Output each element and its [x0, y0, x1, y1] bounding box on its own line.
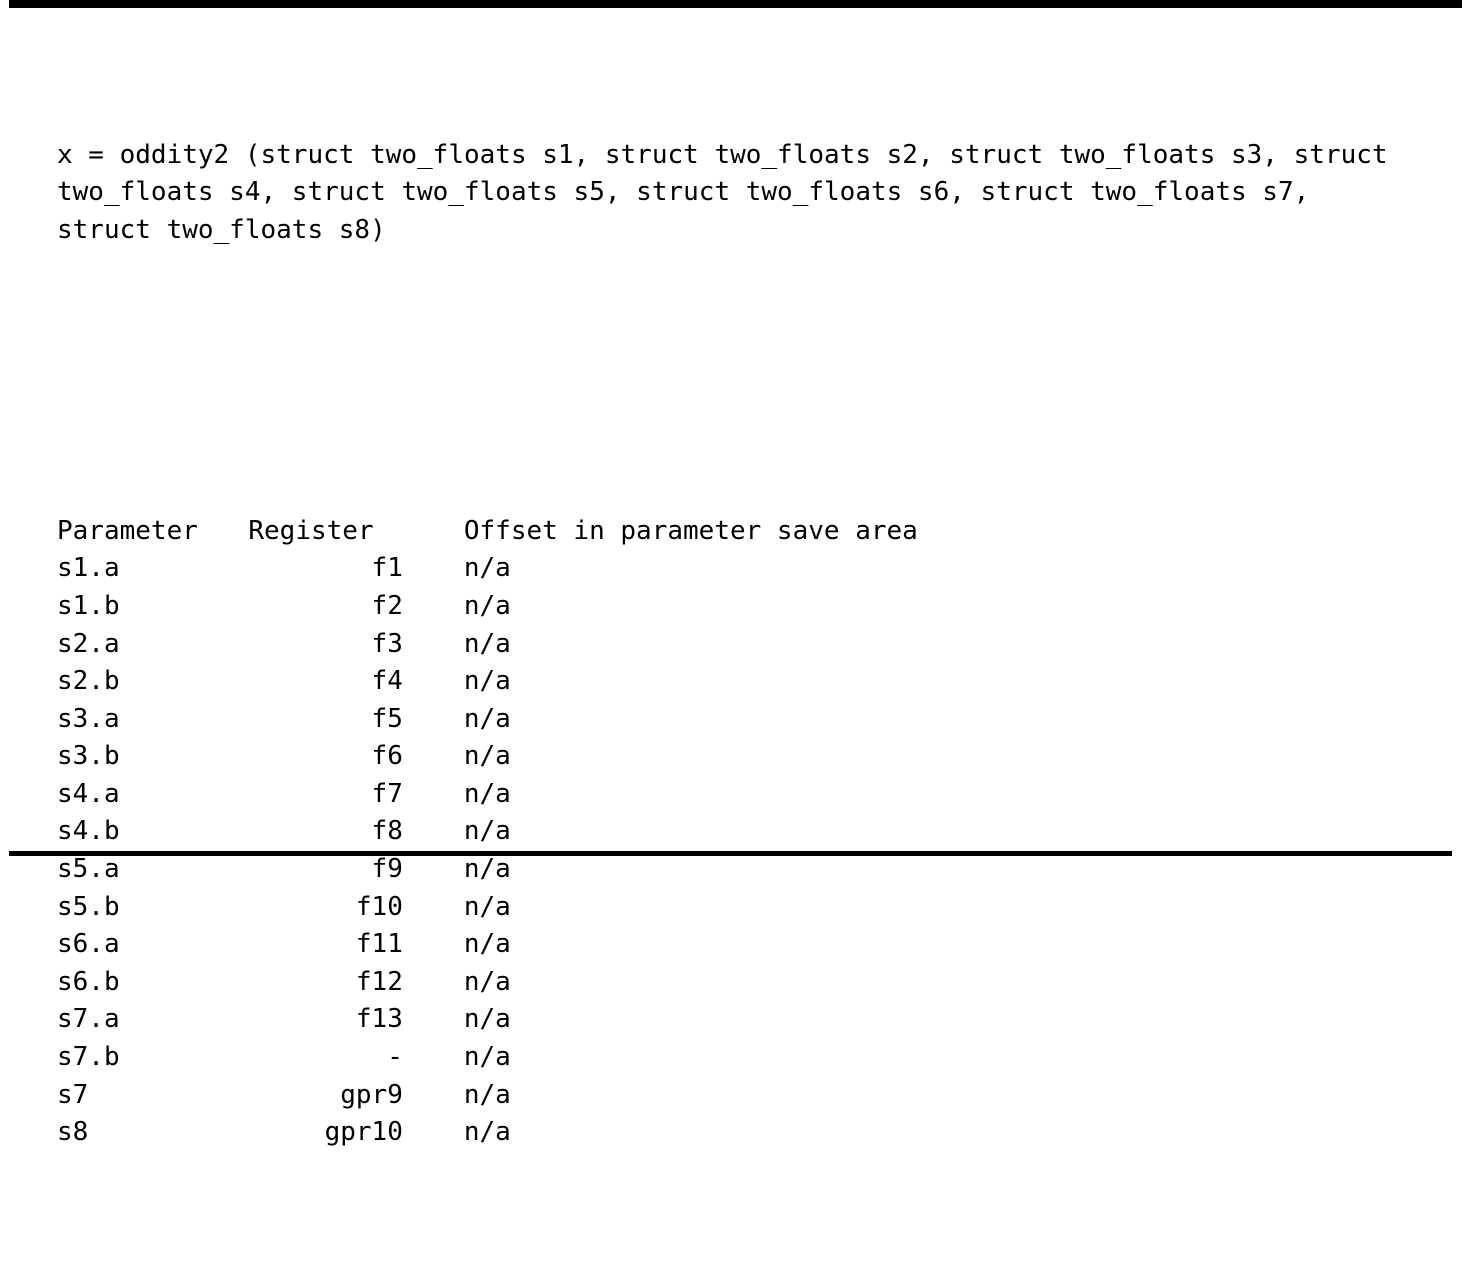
blank-line	[57, 362, 1437, 400]
cell-register: f12	[355, 966, 403, 997]
table-row: s6.b f12 n/a	[57, 964, 1437, 1002]
cell-offset: n/a	[463, 741, 511, 772]
cell-register: gpr9	[340, 1079, 403, 1110]
cell-offset: n/a	[463, 854, 511, 885]
cell-register: f5	[371, 703, 403, 734]
cell-parameter: s8	[57, 1117, 89, 1148]
code-block: x = oddity2 (struct two_floats s1, struc…	[57, 24, 1437, 1265]
parameter-register-table: Parameter Register Offset in parameter s…	[57, 513, 1437, 1152]
table-header: Parameter Register Offset in parameter s…	[57, 513, 1437, 551]
table-row: s5.b f10 n/a	[57, 889, 1437, 927]
cell-parameter: s7.b	[57, 1042, 120, 1073]
cell-offset: n/a	[463, 966, 511, 997]
cell-offset: n/a	[463, 590, 511, 621]
cell-offset: n/a	[463, 703, 511, 734]
cell-register: f8	[371, 816, 403, 847]
table-row: s1.a f1 n/a	[57, 550, 1437, 588]
cell-parameter: s1.b	[57, 590, 120, 621]
cell-register: f7	[371, 778, 403, 809]
cell-parameter: s6.b	[57, 966, 120, 997]
function-signature: x = oddity2 (struct two_floats s1, struc…	[57, 139, 1404, 245]
cell-offset: n/a	[463, 1004, 511, 1035]
cell-register: f3	[371, 628, 403, 659]
cell-parameter: s4.a	[57, 778, 120, 809]
cell-register: gpr10	[324, 1117, 403, 1148]
cell-register: f11	[355, 929, 403, 960]
cell-parameter: s5.a	[57, 854, 120, 885]
table-row: s4.a f7 n/a	[57, 776, 1437, 814]
cell-parameter: s3.a	[57, 703, 120, 734]
bottom-rule	[9, 851, 1452, 856]
table-header-row: Parameter Register Offset in parameter s…	[57, 513, 1437, 551]
cell-parameter: s2.a	[57, 628, 120, 659]
table-row: s2.a f3 n/a	[57, 626, 1437, 664]
column-header-parameter: Parameter	[57, 515, 198, 546]
top-rule	[9, 0, 1462, 8]
document-page: x = oddity2 (struct two_floats s1, struc…	[9, 0, 1462, 1147]
cell-offset: n/a	[463, 778, 511, 809]
cell-parameter: s5.b	[57, 891, 120, 922]
cell-register: f1	[371, 553, 403, 584]
table-row: s3.b f6 n/a	[57, 738, 1437, 776]
cell-offset: n/a	[463, 929, 511, 960]
table-row: s7 gpr9 n/a	[57, 1077, 1437, 1115]
table-row: s4.b f8 n/a	[57, 813, 1437, 851]
cell-offset: n/a	[463, 816, 511, 847]
cell-register: f6	[371, 741, 403, 772]
cell-register: f10	[355, 891, 403, 922]
table-row: s7.a f13 n/a	[57, 1001, 1437, 1039]
table-row: s8 gpr10 n/a	[57, 1114, 1437, 1152]
table-row: s2.b f4 n/a	[57, 663, 1437, 701]
cell-register: f13	[355, 1004, 403, 1035]
cell-parameter: s6.a	[57, 929, 120, 960]
table-row: s3.a f5 n/a	[57, 701, 1437, 739]
table-row: s6.a f11 n/a	[57, 926, 1437, 964]
cell-offset: n/a	[463, 891, 511, 922]
cell-parameter: s3.b	[57, 741, 120, 772]
table-row: s7.b - n/a	[57, 1039, 1437, 1077]
column-header-offset: Offset in parameter save area	[463, 515, 918, 546]
cell-offset: n/a	[463, 628, 511, 659]
cell-parameter: s1.a	[57, 553, 120, 584]
table-row: s1.b f2 n/a	[57, 588, 1437, 626]
table-row: s5.a f9 n/a	[57, 851, 1437, 889]
cell-register: f9	[371, 854, 403, 885]
cell-register: f2	[371, 590, 403, 621]
cell-register: -	[387, 1042, 403, 1073]
cell-offset: n/a	[463, 666, 511, 697]
cell-parameter: s4.b	[57, 816, 120, 847]
cell-register: f4	[371, 666, 403, 697]
cell-parameter: s7	[57, 1079, 89, 1110]
cell-parameter: s7.a	[57, 1004, 120, 1035]
cell-offset: n/a	[463, 1042, 511, 1073]
cell-offset: n/a	[463, 1079, 511, 1110]
cell-offset: n/a	[463, 1117, 511, 1148]
cell-offset: n/a	[463, 553, 511, 584]
column-header-register: Register	[248, 515, 374, 546]
cell-parameter: s2.b	[57, 666, 120, 697]
